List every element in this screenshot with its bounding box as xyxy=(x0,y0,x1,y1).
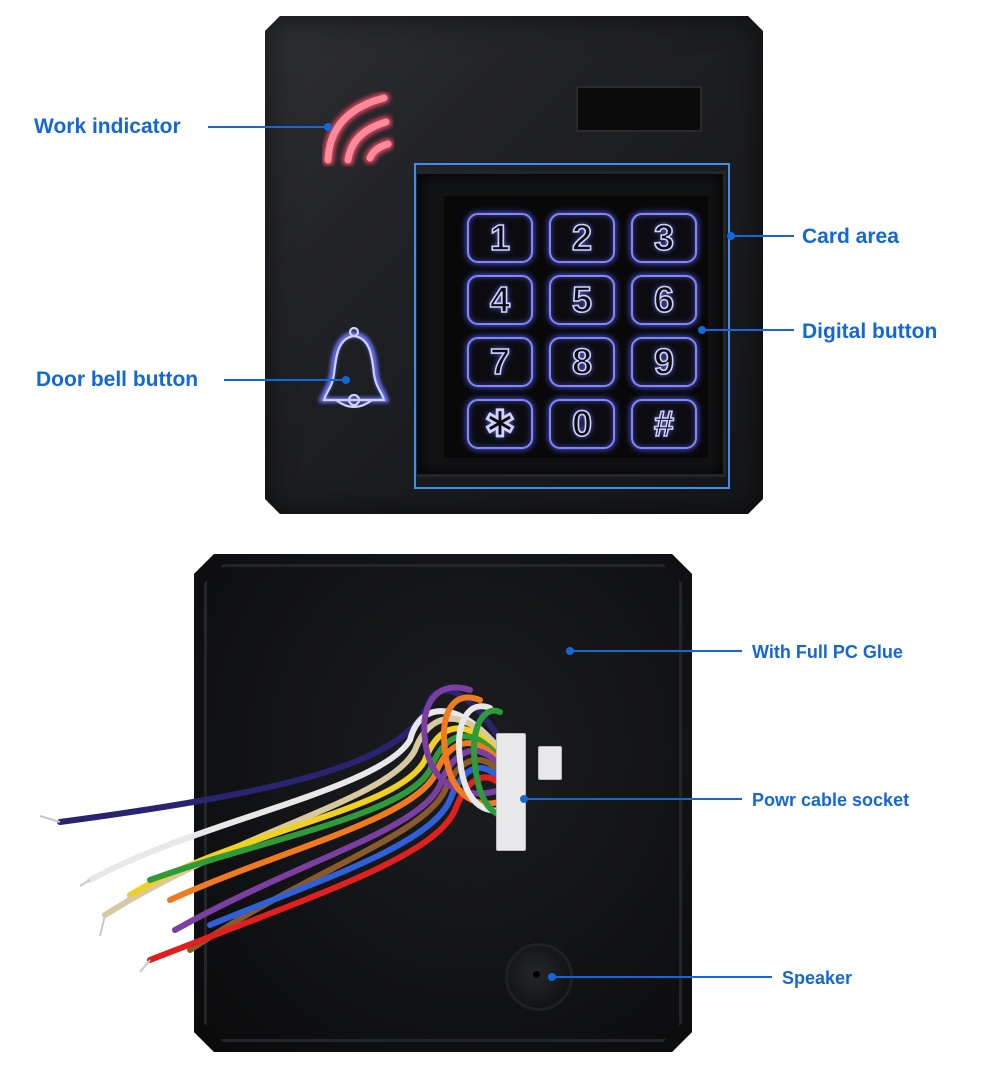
full-pc-glue-pointer xyxy=(566,647,574,655)
key-4[interactable]: 4 xyxy=(467,275,533,325)
key-8[interactable]: 8 xyxy=(549,337,615,387)
display-window xyxy=(576,86,702,132)
small-connector xyxy=(538,746,562,780)
key-label: 9 xyxy=(653,340,675,383)
key-9[interactable]: 9 xyxy=(631,337,697,387)
key-star[interactable]: ✱ xyxy=(467,399,533,449)
key-hash[interactable]: # xyxy=(631,399,697,449)
card-area-leader xyxy=(732,235,794,237)
work-indicator-pointer xyxy=(324,123,332,131)
key-label: 0 xyxy=(571,402,593,445)
key-label: ✱ xyxy=(484,402,516,445)
card-area-outline xyxy=(414,163,730,489)
digital-button-leader xyxy=(702,329,794,331)
door-bell-pointer xyxy=(342,376,350,384)
speaker-hole xyxy=(533,971,540,978)
power-cable-socket-label: Powr cable socket xyxy=(752,790,910,810)
key-3[interactable]: 3 xyxy=(631,213,697,263)
key-label: 6 xyxy=(653,278,675,321)
keypad-back-panel xyxy=(194,554,692,1052)
key-7[interactable]: 7 xyxy=(467,337,533,387)
digital-button-pointer xyxy=(698,326,706,334)
work-indicator-icon xyxy=(322,92,394,166)
power-cable-socket-leader xyxy=(524,798,742,800)
back-panel-rim xyxy=(204,564,682,1042)
key-label: 5 xyxy=(571,278,593,321)
speaker-pointer xyxy=(548,973,556,981)
key-1[interactable]: 1 xyxy=(467,213,533,263)
full-pc-glue-label: With Full PC Glue xyxy=(752,642,903,662)
power-cable-socket xyxy=(496,733,526,851)
door-bell-label: Door bell button xyxy=(36,368,199,391)
full-pc-glue-leader xyxy=(570,650,742,652)
key-2[interactable]: 2 xyxy=(549,213,615,263)
card-area-pointer xyxy=(727,232,735,240)
power-cable-socket-pointer xyxy=(520,795,528,803)
door-bell-icon[interactable] xyxy=(316,326,392,416)
key-label: # xyxy=(653,402,675,445)
card-area-label: Card area xyxy=(802,225,899,248)
door-bell-leader xyxy=(224,379,346,381)
key-6[interactable]: 6 xyxy=(631,275,697,325)
key-5[interactable]: 5 xyxy=(549,275,615,325)
speaker-leader xyxy=(552,976,772,978)
key-label: 3 xyxy=(653,216,675,259)
key-0[interactable]: 0 xyxy=(549,399,615,449)
speaker-label: Speaker xyxy=(782,968,853,988)
work-indicator-leader xyxy=(208,126,328,128)
key-label: 4 xyxy=(489,278,511,321)
key-label: 2 xyxy=(571,216,593,259)
digital-button-label: Digital button xyxy=(802,320,938,343)
work-indicator-label: Work indicator xyxy=(34,115,181,138)
key-label: 1 xyxy=(489,216,511,259)
key-label: 7 xyxy=(489,340,511,383)
key-label: 8 xyxy=(571,340,593,383)
